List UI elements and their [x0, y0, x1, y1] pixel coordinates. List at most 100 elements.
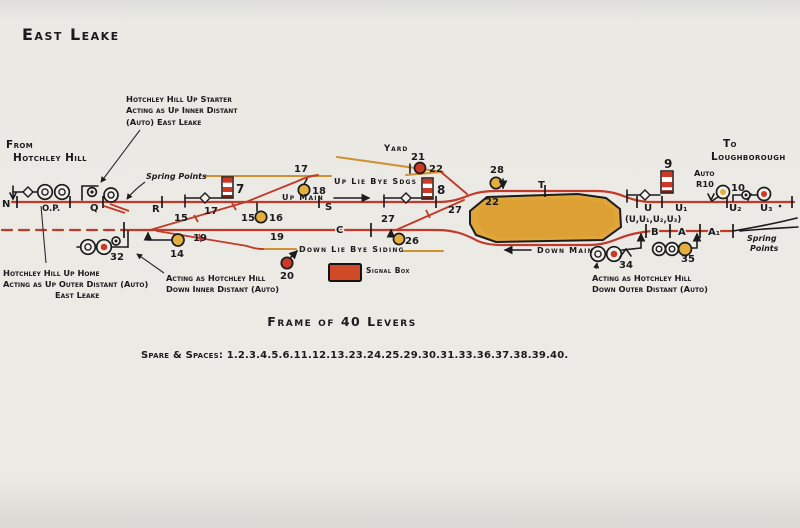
auto-r10-label: R10 — [696, 179, 714, 189]
lever-26: 26 — [405, 236, 419, 247]
lever-17a: 17 — [204, 206, 218, 217]
disc-21 — [409, 161, 427, 175]
striped-post — [221, 176, 234, 199]
annotation-up-home: Hotchley Hill Up Home Acting as Up Outer… — [3, 268, 148, 300]
signal-9 — [626, 170, 674, 203]
signal-q-starter — [81, 185, 119, 203]
tc-u-group: (U,U₁,U₂,U₃) — [625, 215, 681, 225]
striped-post — [660, 170, 674, 194]
signal-auto-r10 — [711, 184, 731, 202]
lever-16: 16 — [269, 213, 283, 224]
track-down-main — [122, 228, 735, 247]
signal-35 — [651, 232, 702, 257]
down-lie-bye-line — [260, 247, 445, 253]
branch-up-lie-bye — [245, 174, 319, 203]
to-label-line2: Loughborough — [711, 151, 786, 163]
lever-8: 8 — [437, 183, 445, 197]
yard-label: Yard — [383, 144, 408, 154]
spring-right-line2: Points — [750, 244, 779, 253]
signal-14 — [143, 231, 185, 247]
lever-19a: 19 — [193, 233, 207, 244]
lever-22b: 22 — [485, 197, 499, 208]
frame-spares: Spare & Spaces: 1.2.3.4.5.6.11.12.13.23.… — [141, 350, 568, 361]
down-inner-text-line2: Down Inner Distant (Auto) — [166, 284, 279, 294]
spring-points-left-label: Spring Points — [146, 172, 207, 181]
tc-u3: U₃ — [760, 203, 773, 214]
lever-17b: 17 — [294, 164, 308, 175]
island-area-wash — [478, 198, 615, 238]
crossover-19 — [156, 230, 264, 250]
track-circuit-ticks-up — [16, 185, 793, 208]
tc-n: N — [2, 199, 10, 210]
annotation-down-outer: Acting as Hotchley Hill Down Outer Dista… — [592, 273, 708, 294]
yard-line — [335, 155, 445, 174]
from-label-line1: From — [6, 139, 33, 151]
tc-s: S — [325, 202, 332, 213]
lever-14: 14 — [170, 249, 184, 260]
down-outer-text-line2: Down Outer Distant (Auto) — [592, 284, 708, 294]
up-home-text-line1: Hotchley Hill Up Home — [3, 268, 100, 278]
tc-a1: A₁ — [708, 227, 720, 238]
lever-28: 28 — [490, 165, 504, 176]
up-starter-text-line3: (Auto) East Leake — [126, 117, 201, 127]
down-outer-text-line1: Acting as Hotchley Hill — [592, 273, 692, 283]
signal-box: Signal Box — [328, 263, 409, 282]
spring-points-left-leader — [126, 181, 146, 200]
tc-u: U — [644, 203, 652, 214]
up-main-label: Up Main — [282, 193, 324, 202]
annotation-down-inner: Acting as Hotchley Hill Down Inner Dista… — [166, 273, 279, 294]
lever-27a: 27 — [381, 214, 395, 225]
striped-post — [421, 177, 434, 200]
auto-label: Auto — [694, 168, 715, 178]
tc-b: B — [651, 227, 659, 238]
crossover-15-17 — [149, 201, 247, 231]
diamond-sign — [22, 186, 34, 198]
lever-27b: 27 — [448, 205, 462, 216]
down-lie-bye-label: Down Lie Bye Siding — [299, 245, 405, 254]
lever-18: 18 — [312, 186, 326, 197]
tc-u2: U₂ — [729, 203, 742, 214]
crossover-tick — [231, 202, 237, 211]
disc-20 — [280, 250, 298, 270]
lever-32: 32 — [110, 252, 124, 263]
from-label-line2: Hotchley Hill — [13, 152, 87, 164]
signal-8 — [383, 177, 434, 208]
annotation-up-starter: Hotchley Hill Up Starter Acting as Up In… — [100, 94, 238, 183]
lever-10: 10 — [731, 183, 745, 194]
signal-32 — [76, 230, 129, 256]
tc-r: R — [152, 204, 160, 215]
tc-a: A — [678, 227, 686, 238]
spring-right-line1: Spring — [747, 234, 777, 243]
lever-21: 21 — [411, 152, 425, 163]
tc-q: Q — [90, 203, 99, 214]
page-title: East Leake — [22, 25, 120, 44]
lever-22a: 22 — [429, 164, 443, 175]
spring-points-right-label: Spring Points — [747, 234, 779, 253]
down-inner-text-line1: Acting as Hotchley Hill — [166, 273, 266, 283]
crossover-27 — [395, 199, 465, 231]
to-label-line1: To — [723, 138, 737, 150]
yard-connection — [440, 171, 468, 195]
spring-points-left-blades — [103, 203, 130, 214]
tc-c: C — [336, 225, 343, 236]
disc-26 — [386, 228, 406, 246]
tc-u1: U₁ — [675, 203, 688, 214]
frame-title: Frame of 40 Levers — [267, 314, 416, 329]
up-lie-bye-line — [203, 170, 443, 178]
signal-10 — [732, 186, 772, 202]
tc-t: T — [538, 180, 545, 191]
down-inner-leader — [136, 253, 165, 274]
disc-18 — [297, 178, 311, 197]
crossover-tick — [425, 209, 431, 219]
island-area-shape — [469, 192, 623, 244]
track-up-main — [10, 189, 796, 204]
up-starter-text-line1: Hotchley Hill Up Starter — [126, 94, 232, 104]
lever-15b: 15 — [241, 213, 255, 224]
end-dot — [778, 204, 782, 208]
up-starter-leader-arrow — [100, 129, 141, 183]
auto-signal-attach-marks — [9, 192, 752, 202]
lever-35: 35 — [681, 254, 695, 265]
lever-34: 34 — [619, 260, 633, 271]
